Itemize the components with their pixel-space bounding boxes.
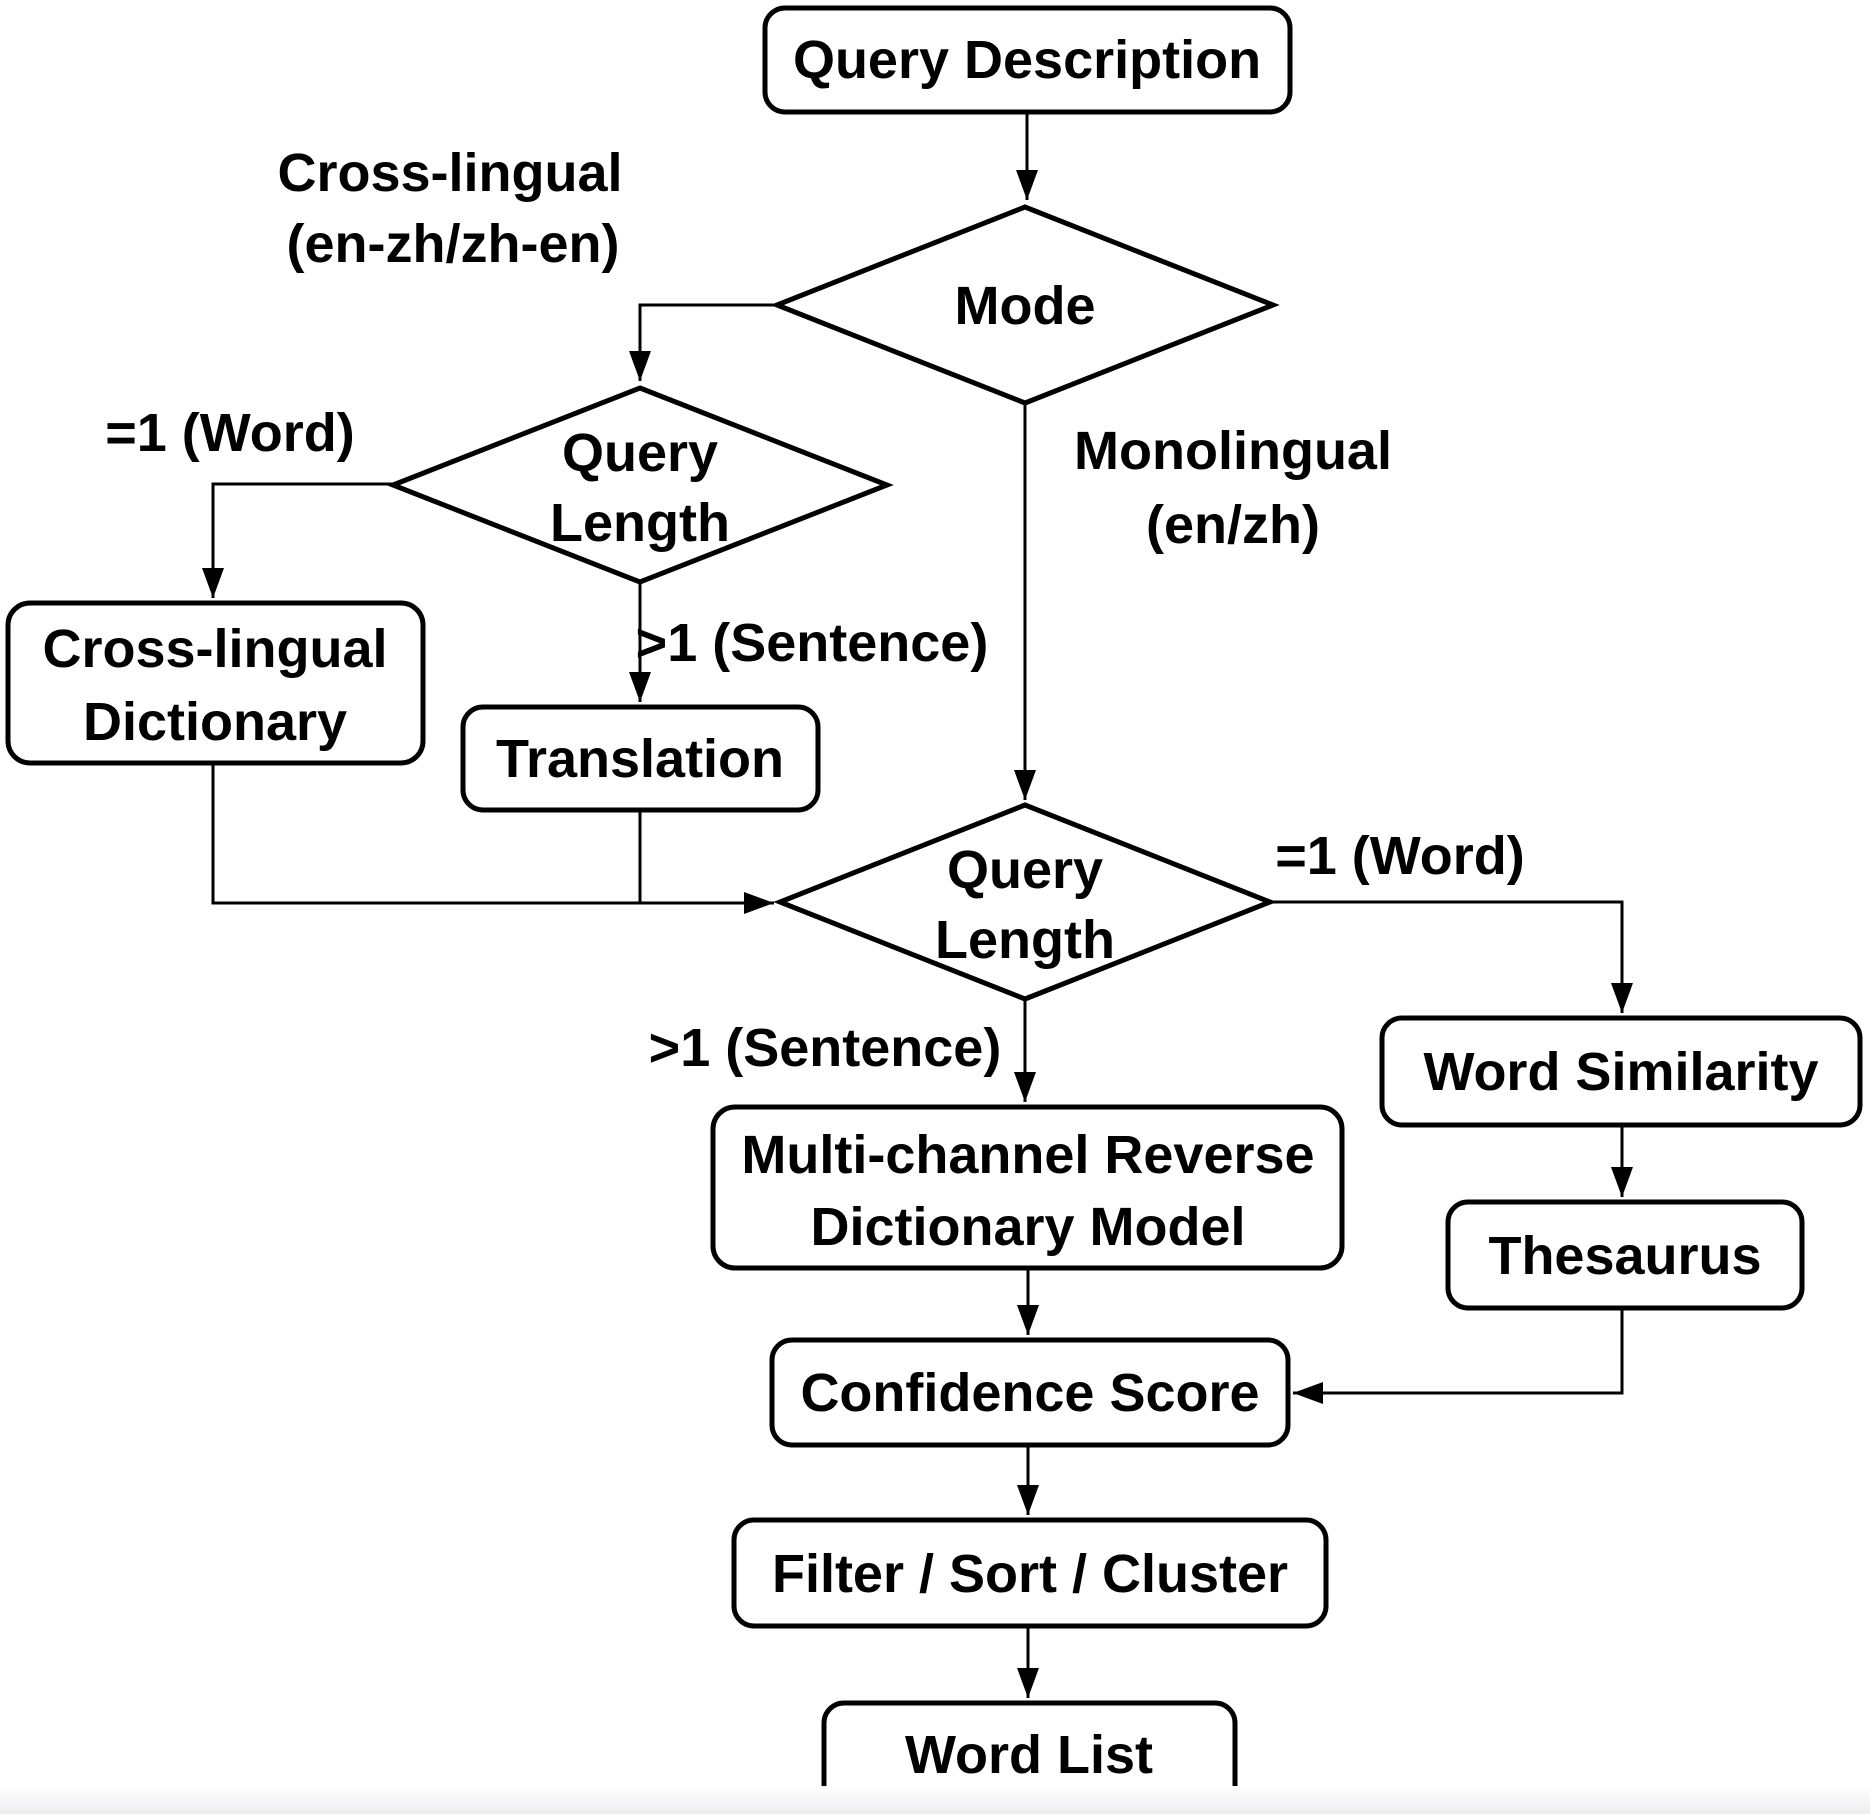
node-word-similarity: Word Similarity [1379, 1015, 1863, 1128]
multi-channel-model-label-line1: Multi-channel Reverse [741, 1125, 1314, 1185]
node-confidence-score: Confidence Score [769, 1337, 1291, 1448]
node-query-length-top-decision: Query Length [386, 385, 894, 585]
translation-box [460, 704, 821, 813]
query-length-top-diamond [386, 385, 894, 585]
filter-sort-cluster-label: Filter / Sort / Cluster [772, 1544, 1288, 1604]
node-query-length-mid-decision: Query Length [773, 802, 1277, 1002]
cross-lingual-branch-label-line2: (en-zh/zh-en) [287, 214, 620, 274]
thesaurus-label: Thesaurus [1488, 1226, 1761, 1286]
word-similarity-box [1379, 1015, 1863, 1128]
confidence-score-label: Confidence Score [800, 1363, 1259, 1423]
cross-lingual-branch-label-line1: Cross-lingual [277, 143, 622, 203]
cross-lingual-dictionary-label-line1: Cross-lingual [42, 619, 387, 679]
monolingual-branch-label-line1: Monolingual [1074, 421, 1392, 481]
node-filter-sort-cluster: Filter / Sort / Cluster [731, 1517, 1329, 1629]
query-length-mid-label-line1: Query [947, 840, 1103, 900]
node-translation: Translation [460, 704, 821, 813]
word-similarity-label: Word Similarity [1423, 1042, 1818, 1102]
word-list-label: Word List [905, 1725, 1153, 1785]
edge-cross-lingual-dictionary-to-query-length-mid [211, 763, 774, 914]
node-cross-lingual-dictionary: Cross-lingual Dictionary [5, 600, 426, 766]
edge-labels: Cross-lingual (en-zh/zh-en) Monolingual … [105, 143, 1525, 1078]
multi-channel-model-box [710, 1104, 1345, 1271]
sentence-branch-top-label: >1 (Sentence) [636, 613, 989, 673]
cross-lingual-dictionary-label-line2: Dictionary [83, 692, 347, 752]
edge-query-length-mid-to-word-similarity [1270, 900, 1633, 1013]
node-multi-channel-reverse-dictionary-model: Multi-channel Reverse Dictionary Model [710, 1104, 1345, 1271]
cross-lingual-dictionary-box [5, 600, 426, 766]
edge-mode-to-query-length-top [629, 303, 777, 381]
thesaurus-box [1445, 1199, 1805, 1311]
edge-query-length-top-to-cross-lingual-dictionary [202, 482, 393, 598]
multi-channel-model-label-line2: Dictionary Model [810, 1197, 1245, 1257]
node-mode-decision: Mode [770, 204, 1280, 406]
confidence-score-box [769, 1337, 1291, 1448]
word-branch-mid-label: =1 (Word) [1275, 826, 1525, 886]
sentence-branch-mid-label: >1 (Sentence) [649, 1018, 1002, 1078]
page-bottom-gradient [0, 1786, 1870, 1814]
node-query-description: Query Description [762, 5, 1293, 115]
mode-label: Mode [955, 276, 1096, 336]
query-length-top-label-line1: Query [562, 423, 718, 483]
query-length-mid-diamond [773, 802, 1277, 1002]
monolingual-branch-label-line2: (en/zh) [1146, 495, 1320, 555]
node-thesaurus: Thesaurus [1445, 1199, 1805, 1311]
query-description-label: Query Description [793, 30, 1261, 90]
edges [202, 112, 1633, 1698]
query-length-mid-label-line2: Length [935, 910, 1115, 970]
mode-diamond [770, 204, 1280, 406]
translation-label: Translation [496, 729, 784, 789]
word-branch-top-label: =1 (Word) [105, 403, 355, 463]
edge-thesaurus-to-confidence-score [1293, 1308, 1624, 1404]
filter-sort-cluster-box [731, 1517, 1329, 1629]
query-description-box [762, 5, 1293, 115]
query-length-top-label-line2: Length [550, 493, 730, 553]
